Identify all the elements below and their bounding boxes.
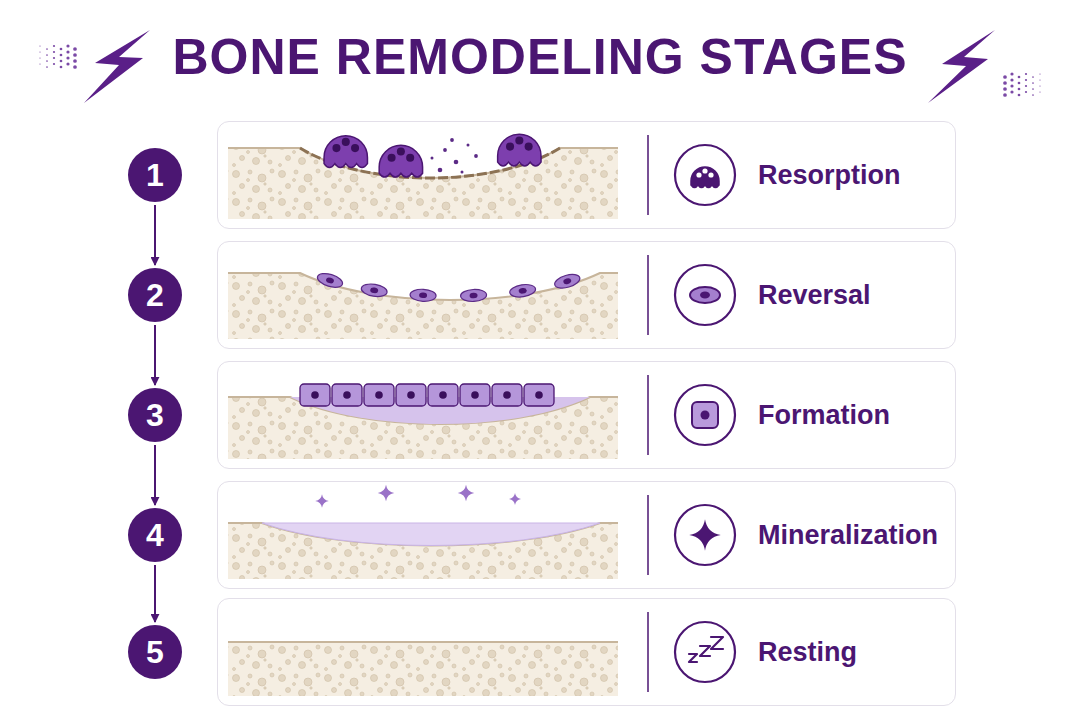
card-background — [217, 481, 956, 589]
sparkle — [315, 494, 329, 508]
osteoblast — [492, 384, 522, 406]
step-number: 4 — [146, 519, 164, 551]
sleep-symbol — [711, 637, 723, 649]
step-number-circle: 5 — [128, 625, 182, 679]
step-number: 1 — [146, 159, 164, 191]
reversal-cell — [316, 271, 344, 290]
sleep-symbol — [700, 646, 710, 656]
stage-label: Resting — [758, 637, 857, 668]
step-number-circle: 1 — [128, 148, 182, 202]
stage-icon — [675, 505, 735, 565]
flow-arrow — [154, 325, 156, 385]
osteoblast — [300, 384, 330, 406]
stage-card: Formation — [217, 361, 956, 469]
reversal-cell — [553, 272, 581, 291]
step-number-circle: 3 — [128, 388, 182, 442]
osteoblast — [396, 384, 426, 406]
osteoblast — [460, 384, 490, 406]
lightning-bolt — [928, 30, 995, 103]
bone-pores — [228, 148, 618, 219]
sparkle — [378, 485, 395, 502]
mineralizing-matrix — [262, 523, 600, 546]
reversal-cell — [410, 289, 437, 302]
flow-arrow — [154, 445, 156, 505]
card-background — [217, 598, 956, 706]
stage-icon — [675, 622, 735, 682]
osteoclast — [324, 136, 367, 168]
reversal-cell — [360, 282, 388, 298]
sparkle — [458, 485, 475, 502]
bone-pores — [228, 523, 618, 579]
stage-card: Reversal — [217, 241, 956, 349]
stage-icon — [675, 145, 735, 205]
card-background — [217, 241, 956, 349]
divider — [647, 495, 649, 575]
card-background — [217, 361, 956, 469]
step-number: 3 — [146, 399, 164, 431]
divider — [647, 375, 649, 455]
osteoblast — [428, 384, 458, 406]
divider — [647, 135, 649, 215]
stage-icon — [675, 385, 735, 445]
stage-label: Mineralization — [758, 520, 938, 551]
bone-pores — [228, 642, 618, 696]
divider — [647, 612, 649, 692]
step-number-circle: 2 — [128, 268, 182, 322]
resorbed-particles — [431, 138, 478, 173]
bone-surface — [228, 523, 618, 546]
stage-label: Reversal — [758, 280, 871, 311]
stage-illustration — [217, 598, 956, 706]
stage-illustration — [217, 481, 956, 589]
step-number: 2 — [146, 279, 164, 311]
osteoclast-icon — [691, 167, 719, 188]
stage-icon — [675, 265, 735, 325]
bone-surface — [228, 641, 618, 643]
stage-illustration — [217, 121, 956, 229]
stage-card: Resorption — [217, 121, 956, 229]
stage-card: Mineralization — [217, 481, 956, 589]
stage-label: Resorption — [758, 160, 901, 191]
osteoclast — [498, 134, 541, 166]
stage-card: Resting — [217, 598, 956, 706]
reversal-cell — [509, 283, 536, 299]
title: BONE REMODELING STAGES — [172, 29, 907, 85]
osteoblast — [524, 384, 554, 406]
divider — [647, 255, 649, 335]
step-number-circle: 4 — [128, 508, 182, 562]
sparkle — [509, 493, 521, 505]
step-number: 5 — [146, 636, 164, 668]
osteoblast — [332, 384, 362, 406]
title-bar: BONE REMODELING STAGES — [0, 28, 1080, 86]
sleep-symbol — [689, 654, 697, 662]
sparkle — [689, 519, 721, 551]
bone-tissue — [228, 642, 618, 696]
stage-illustration — [217, 361, 956, 469]
card-background — [217, 121, 956, 229]
flow-arrow — [154, 565, 156, 622]
stage-illustration — [217, 241, 956, 349]
bone-tissue — [228, 523, 618, 579]
lightning-bolt — [84, 30, 150, 103]
stage-label: Formation — [758, 400, 890, 431]
osteoclast — [379, 145, 422, 177]
osteoblast — [364, 384, 394, 406]
reversal-cell — [460, 289, 487, 302]
flow-arrow — [154, 205, 156, 265]
bone-tissue — [228, 148, 618, 219]
